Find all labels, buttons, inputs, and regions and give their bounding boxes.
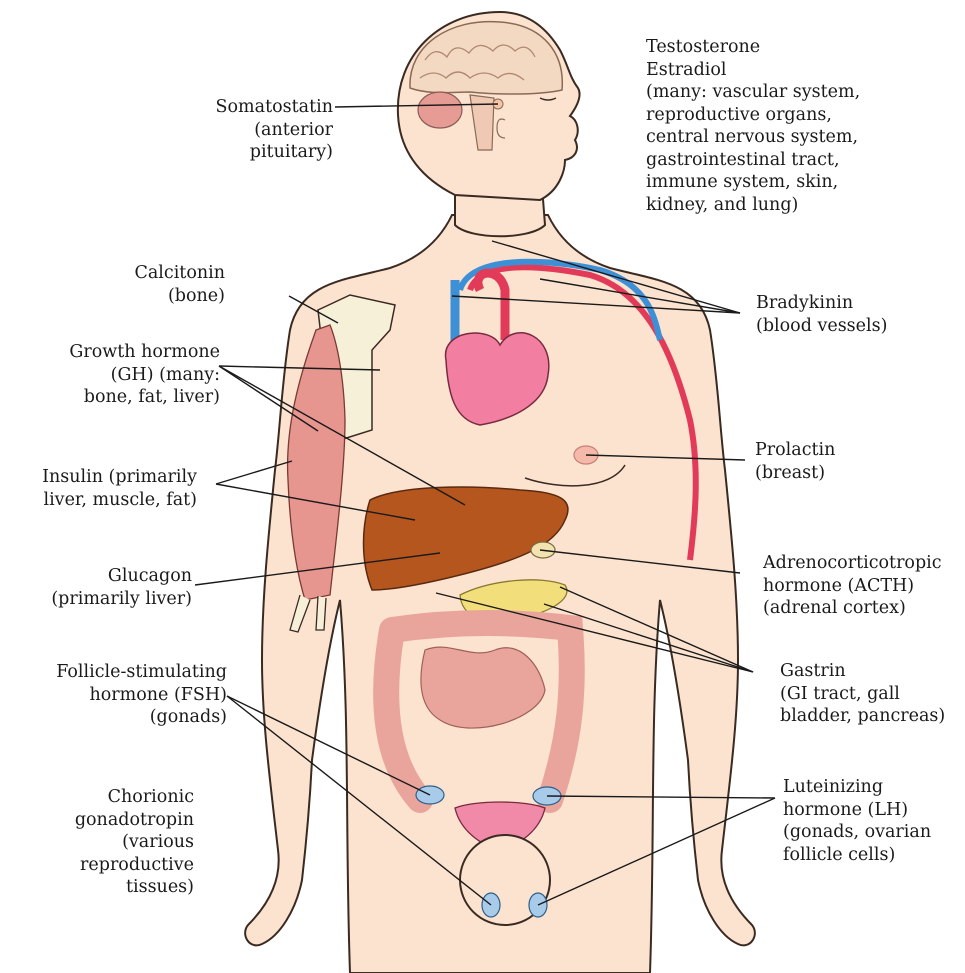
cerebellum <box>418 92 462 128</box>
label-growth-hormone: Growth hormone (GH) (many: bone, fat, li… <box>69 341 220 409</box>
label-acth: Adrenocorticotropic hormone (ACTH) (adre… <box>763 552 942 620</box>
label-testosterone-estradiol: Testosterone Estradiol (many: vascular s… <box>646 36 860 216</box>
label-calcitonin: Calcitonin (bone) <box>134 262 225 307</box>
label-glucagon: Glucagon (primarily liver) <box>51 565 192 610</box>
label-fsh: Follicle-stimulating hormone (FSH) (gona… <box>56 661 227 729</box>
label-lh: Luteinizing hormone (LH) (gonads, ovaria… <box>783 776 931 866</box>
label-somatostatin: Somatostatin (anterior pituitary) <box>216 96 333 164</box>
label-prolactin: Prolactin (breast) <box>755 439 835 484</box>
label-insulin: Insulin (primarily liver, muscle, fat) <box>42 466 197 511</box>
label-bradykinin: Bradykinin (blood vessels) <box>756 292 887 337</box>
label-gastrin: Gastrin (GI tract, gall bladder, pancrea… <box>780 660 945 728</box>
label-chorionic-gonadotropin: Chorionic gonadotropin (various reproduc… <box>75 786 194 899</box>
